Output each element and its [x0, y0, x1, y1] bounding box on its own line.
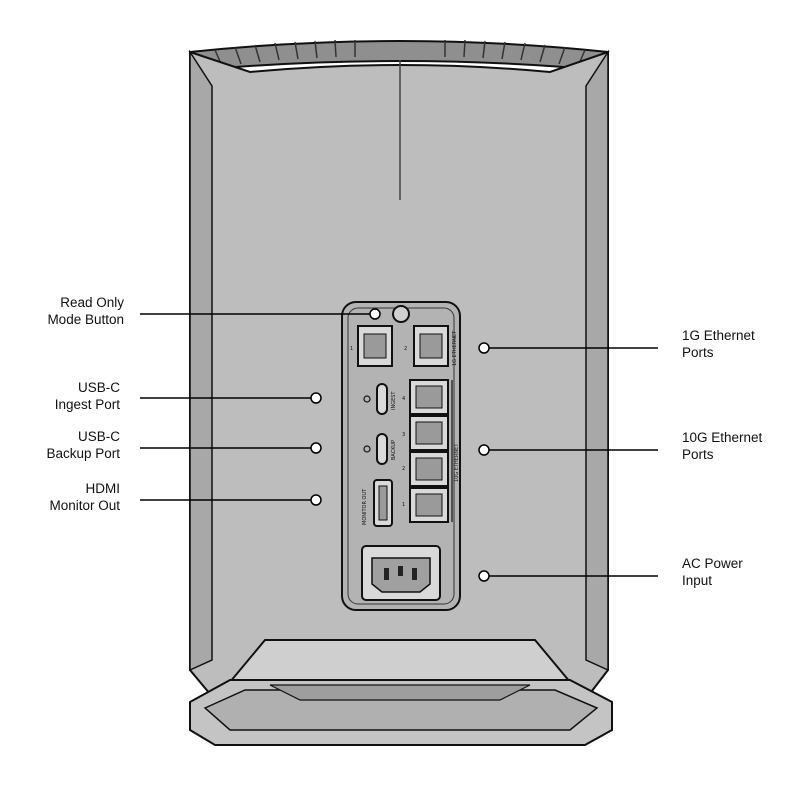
callout-10g-ethernet: 10G Ethernet Ports	[682, 429, 762, 463]
callout-hdmi: HDMI Monitor Out	[49, 480, 120, 514]
eth-10g-group-label: 10G ETHERNET	[454, 443, 460, 482]
ingest-led-icon	[363, 395, 371, 403]
callout-1g-ethernet: 1G Ethernet Ports	[682, 327, 755, 361]
callout-line-1: 1G Ethernet	[682, 328, 755, 343]
callout-line-2: Ports	[682, 447, 714, 462]
callout-line-2: Monitor Out	[49, 498, 120, 513]
backup-led-icon	[363, 445, 371, 453]
eth-10g-port-number: 4	[402, 396, 405, 402]
eth-10g-port-number: 1	[402, 502, 405, 508]
callout-line-2: Mode Button	[47, 312, 124, 327]
backup-label: BACKUP	[391, 440, 397, 460]
eth-10g-port-number: 2	[402, 466, 405, 472]
callout-ac-power: AC Power Input	[682, 555, 743, 589]
callout-line-2: Input	[682, 573, 713, 588]
usbc-ports	[363, 383, 388, 465]
callout-usbc-backup: USB-C Backup Port	[46, 428, 120, 462]
usbc-backup-port[interactable]	[376, 433, 388, 465]
base-recess	[269, 684, 531, 701]
callout-line-1: 10G Ethernet	[682, 430, 763, 445]
callout-usbc-ingest: USB-C Ingest Port	[55, 379, 120, 413]
ingest-label: INGEST	[391, 391, 397, 410]
callout-line-1: Read Only	[60, 295, 124, 310]
monitor-out-label: MONITOR OUT	[362, 488, 368, 525]
eth-10g-ports	[409, 379, 449, 523]
callout-line-2: Ingest Port	[54, 397, 120, 412]
eth-1g-group-label: 1G ETHERNET	[452, 330, 458, 366]
callout-line-1: AC Power	[682, 556, 743, 571]
callout-line-1: USB-C	[77, 380, 120, 395]
callout-line-1: HDMI	[85, 481, 121, 496]
left-side-shade	[189, 49, 213, 672]
callout-line-1: USB-C	[77, 429, 120, 444]
callout-lines	[140, 308, 658, 582]
eth-1g-ports	[357, 325, 449, 367]
eth-10g-port-number: 3	[402, 432, 405, 438]
eth-1g-port-number: 1	[350, 346, 353, 352]
callout-line-2: Backup Port	[46, 446, 120, 461]
vent-slats	[214, 39, 586, 67]
usbc-ingest-port[interactable]	[376, 383, 388, 415]
callout-line-2: Ports	[682, 345, 714, 360]
eth-1g-port-number: 2	[404, 346, 407, 352]
right-side-shade	[585, 49, 609, 672]
callout-read-only: Read Only Mode Button	[47, 294, 124, 328]
read-only-button[interactable]	[392, 305, 410, 323]
